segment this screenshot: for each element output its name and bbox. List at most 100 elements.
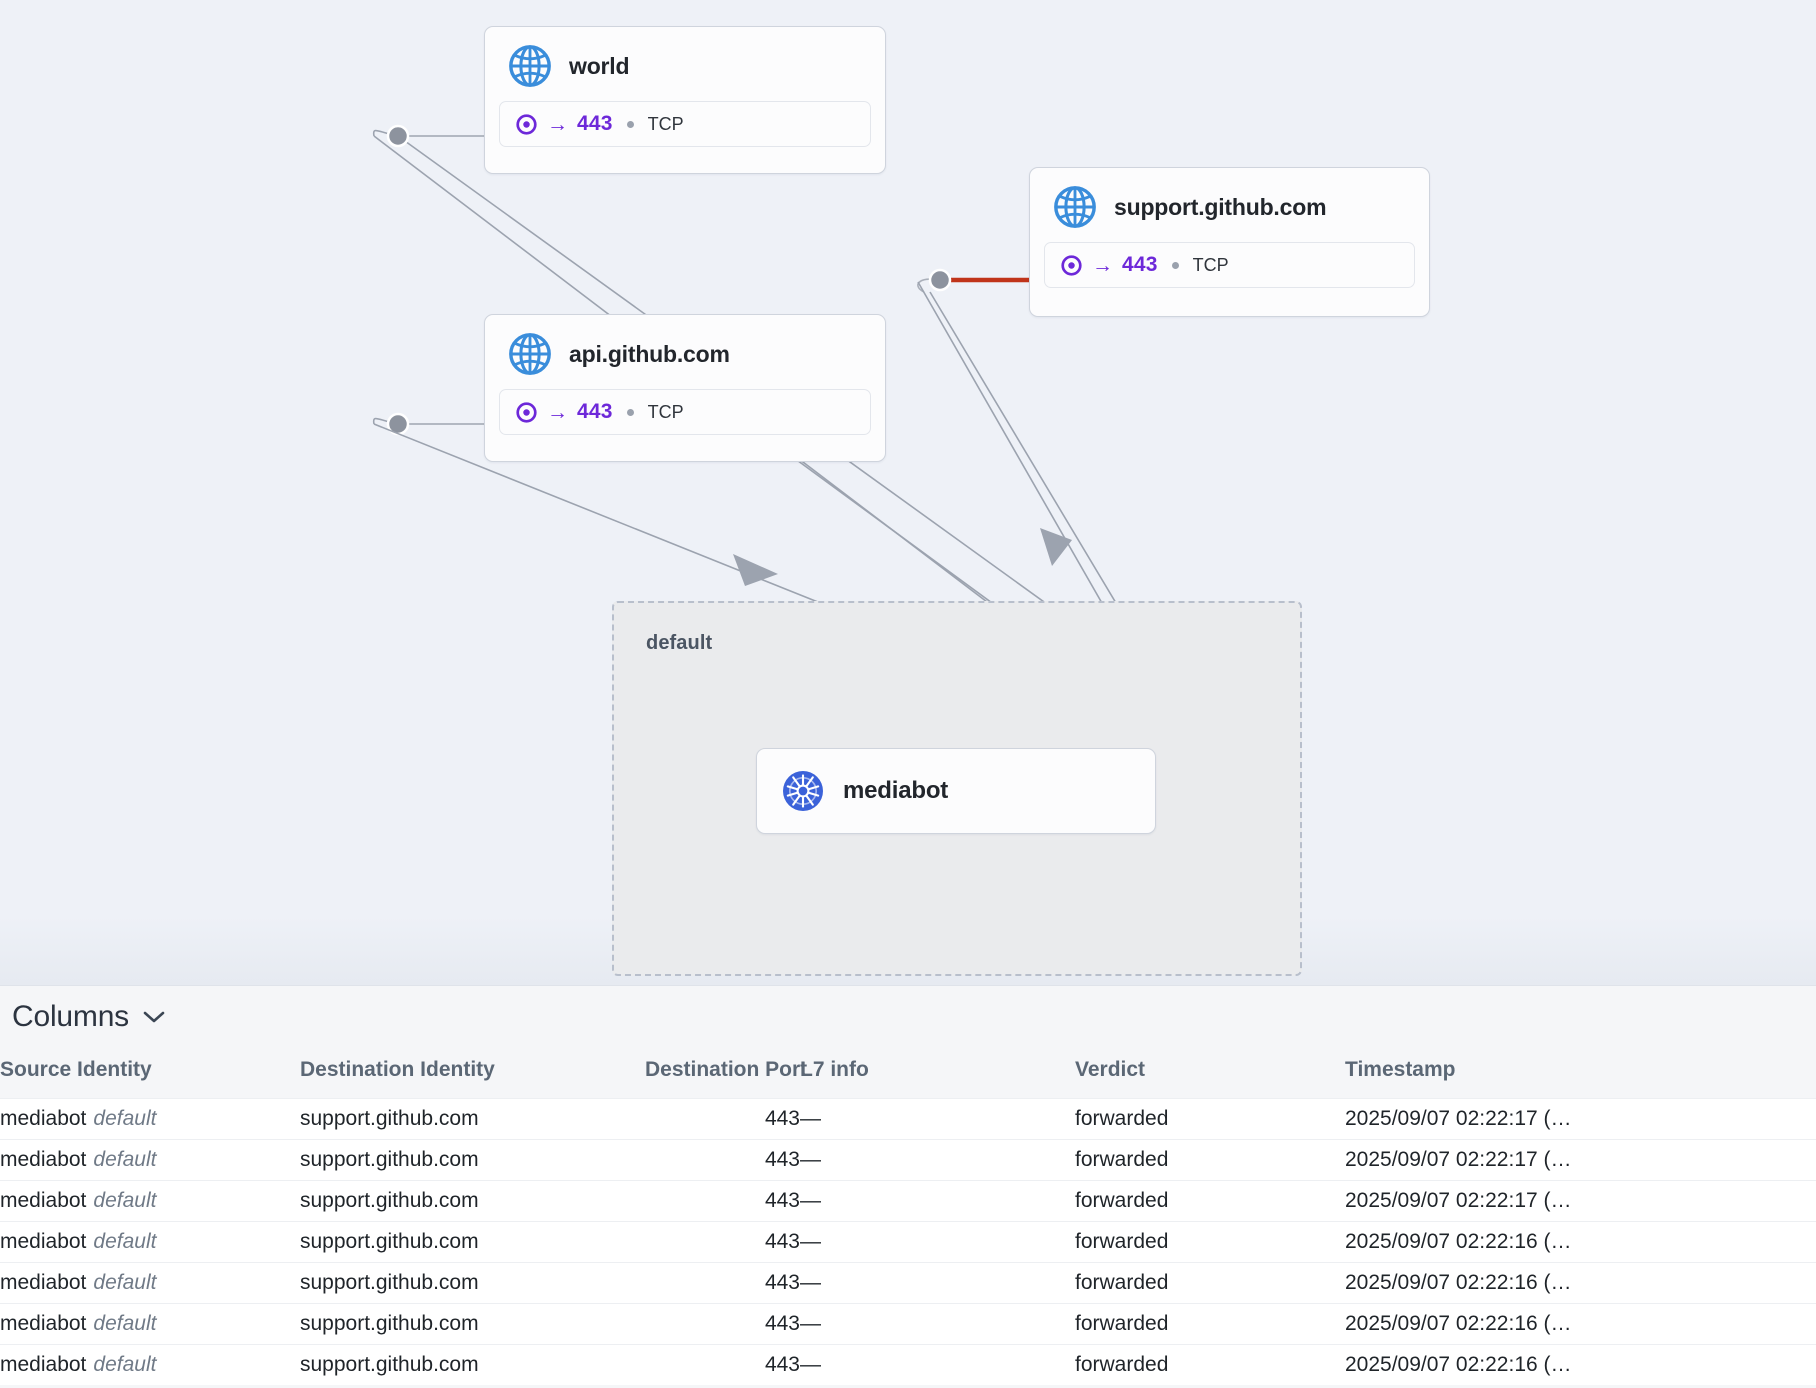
edge-api-connector-stub: [372, 417, 399, 425]
source-pod-name: mediabot: [0, 1189, 87, 1212]
source-namespace: default: [93, 1107, 157, 1130]
source-namespace: default: [93, 1148, 157, 1171]
cell-destination-port: 443: [645, 1139, 800, 1181]
cell-source-identity: mediabot default: [0, 1139, 300, 1181]
source-pod-name: mediabot: [0, 1353, 87, 1376]
cell-destination-identity: support.github.com: [300, 1139, 645, 1181]
cell-verdict: forwarded: [1075, 1139, 1345, 1181]
cell-l7-info: —: [800, 1139, 1075, 1181]
node-card-world[interactable]: world → 443 TCP: [484, 26, 886, 174]
port-number: 443: [1122, 253, 1158, 276]
cell-l7-info: —: [800, 1098, 1075, 1140]
separator-dot-icon: [626, 120, 634, 128]
cell-verdict: forwarded: [1075, 1262, 1345, 1304]
port-row-api-github[interactable]: → 443 TCP: [499, 389, 871, 435]
cell-l7-info: —: [800, 1262, 1075, 1304]
cell-verdict: forwarded: [1075, 1221, 1345, 1263]
cell-source-identity: mediabot default: [0, 1098, 300, 1140]
cell-verdict: forwarded: [1075, 1098, 1345, 1140]
service-map-canvas[interactable]: default world: [0, 0, 1816, 985]
node-title-world: world: [569, 52, 630, 79]
cell-destination-identity: support.github.com: [300, 1303, 645, 1345]
cell-destination-identity: support.github.com: [300, 1221, 645, 1263]
source-namespace: default: [93, 1353, 157, 1376]
cell-timestamp: 2025/09/07 02:22:17 (…: [1345, 1180, 1816, 1222]
edge-endpoint-dot-api[interactable]: [386, 412, 410, 436]
node-header-support-github: support.github.com: [1030, 168, 1429, 242]
columns-toolbar: Columns: [0, 986, 1816, 1048]
globe-icon: [507, 331, 553, 377]
arrow-right-icon: →: [547, 400, 568, 424]
port-row-support-github[interactable]: → 443 TCP: [1044, 242, 1415, 288]
source-namespace: default: [93, 1189, 157, 1212]
flows-table[interactable]: Source Identity Destination Identity Des…: [0, 1048, 1816, 1385]
separator-dot-icon: [626, 408, 634, 416]
arrow-right-icon: →: [1092, 253, 1113, 277]
columns-button[interactable]: Columns: [4, 996, 173, 1038]
cell-timestamp: 2025/09/07 02:22:16 (…: [1345, 1303, 1816, 1345]
kubernetes-icon: [779, 767, 827, 815]
source-pod-name: mediabot: [0, 1271, 87, 1294]
cell-source-identity: mediabot default: [0, 1344, 300, 1385]
protocol-label: TCP: [647, 401, 684, 422]
node-title-api-github: api.github.com: [569, 340, 730, 367]
column-header-l7-info[interactable]: L7 info: [800, 1048, 1075, 1099]
flows-table-head: Source Identity Destination Identity Des…: [0, 1048, 1816, 1099]
namespace-label: default: [646, 632, 713, 654]
column-header-timestamp[interactable]: Timestamp: [1345, 1048, 1816, 1099]
cell-timestamp: 2025/09/07 02:22:16 (…: [1345, 1344, 1816, 1385]
edge-endpoint-dot-world[interactable]: [386, 124, 410, 148]
cell-destination-port: 443: [645, 1262, 800, 1304]
cell-destination-port: 443: [645, 1098, 800, 1140]
cell-l7-info: —: [800, 1180, 1075, 1222]
edge-world-connector-stub: [372, 129, 399, 137]
edge-arrowhead-mediabot-support: [1040, 528, 1072, 566]
source-pod-name: mediabot: [0, 1312, 87, 1335]
separator-dot-icon: [1171, 261, 1179, 269]
source-pod-name: mediabot: [0, 1107, 87, 1130]
source-pod-name: mediabot: [0, 1148, 87, 1171]
column-header-destination-port[interactable]: Destination Port: [645, 1048, 807, 1099]
cell-source-identity: mediabot default: [0, 1262, 300, 1304]
columns-button-label: Columns: [12, 1000, 129, 1033]
globe-icon: [1052, 184, 1098, 230]
cell-destination-identity: support.github.com: [300, 1344, 645, 1385]
source-namespace: default: [93, 1271, 157, 1294]
node-card-api-github[interactable]: api.github.com → 443 TCP: [484, 314, 886, 462]
port-number: 443: [577, 400, 613, 423]
node-header-api-github: api.github.com: [485, 315, 885, 389]
cell-destination-port: 443: [645, 1344, 800, 1385]
node-card-mediabot[interactable]: mediabot: [756, 748, 1156, 834]
column-header-verdict[interactable]: Verdict: [1075, 1048, 1345, 1099]
cell-destination-identity: support.github.com: [300, 1098, 645, 1140]
target-icon: [1061, 254, 1082, 276]
protocol-label: TCP: [1192, 254, 1229, 275]
cell-destination-port: 443: [645, 1221, 800, 1263]
cell-destination-identity: support.github.com: [300, 1180, 645, 1222]
column-header-destination-identity[interactable]: Destination Identity: [300, 1048, 645, 1099]
cell-destination-identity: support.github.com: [300, 1262, 645, 1304]
edge-arrowhead-api-mediabot: [733, 554, 778, 586]
protocol-label: TCP: [647, 113, 684, 134]
cell-timestamp: 2025/09/07 02:22:16 (…: [1345, 1262, 1816, 1304]
port-row-world[interactable]: → 443 TCP: [499, 101, 871, 147]
column-header-source-identity[interactable]: Source Identity: [0, 1048, 300, 1099]
node-card-support-github[interactable]: support.github.com → 443 TCP: [1029, 167, 1430, 317]
cell-source-identity: mediabot default: [0, 1180, 300, 1222]
edge-endpoint-dot-support[interactable]: [928, 268, 952, 292]
cell-l7-info: —: [800, 1221, 1075, 1263]
node-title-support-github: support.github.com: [1114, 193, 1327, 220]
cell-destination-port: 443: [645, 1180, 800, 1222]
node-header-world: world: [485, 27, 885, 101]
cell-timestamp: 2025/09/07 02:22:17 (…: [1345, 1098, 1816, 1140]
